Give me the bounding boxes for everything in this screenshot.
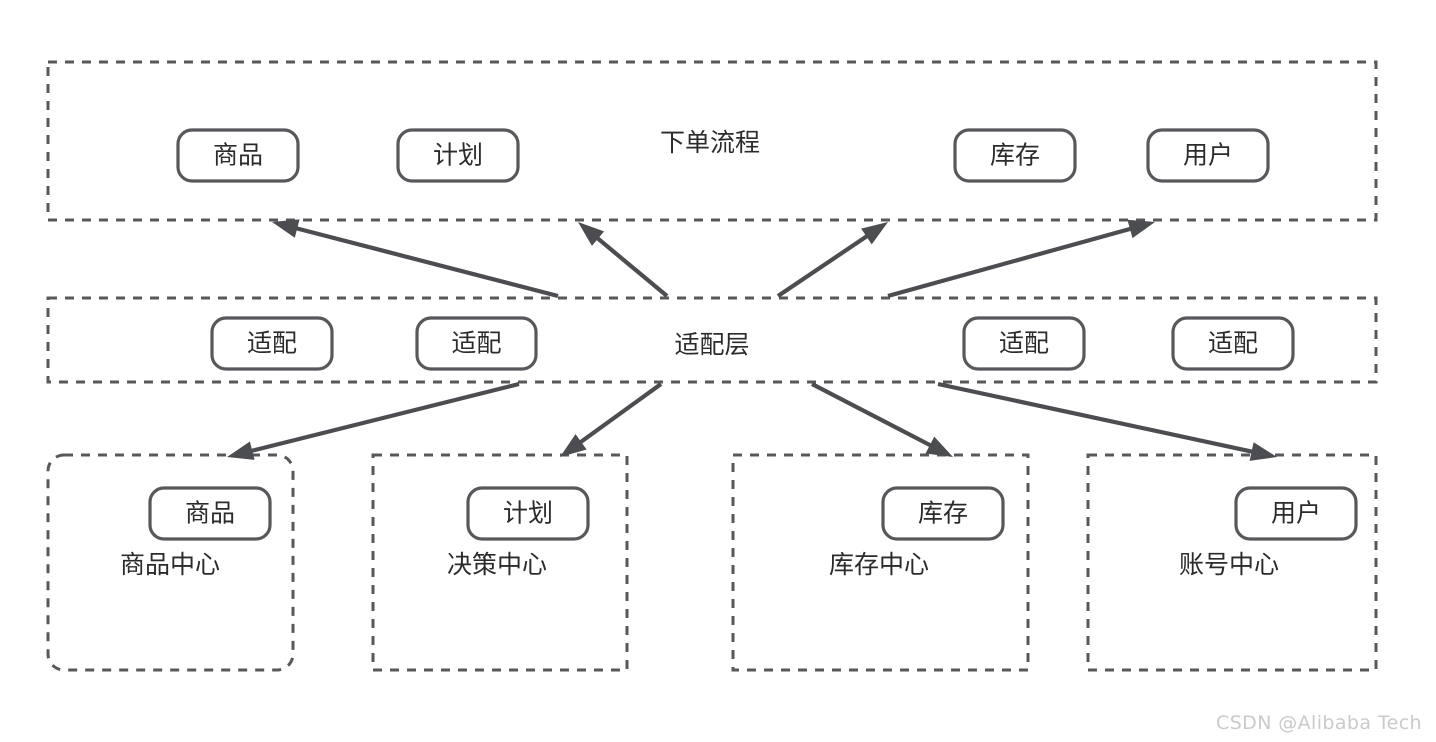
conn-adapter1-to-product-center-line [245,381,520,455]
conn-adapter3-to-stock-flow-arrowhead [861,222,888,245]
center-pill-stock-label: 库存 [918,499,968,528]
account-center-caption: 账号中心 [1179,550,1279,579]
top-pill-product[interactable]: 商品 [176,128,300,183]
top-pill-user-shape[interactable] [1146,128,1270,183]
adapter-pill-3[interactable]: 适配 [962,316,1086,371]
conn-adapter2-to-plan-flow [578,222,669,298]
conn-adapter3-to-stock-flow [776,222,888,298]
adapter-pill-1-shape[interactable] [210,316,334,371]
top-pill-stock[interactable]: 库存 [953,128,1077,183]
conn-adapter4-to-user-flow [887,219,1155,299]
top-pill-plan[interactable]: 计划 [396,128,520,183]
center-pill-stock-shape[interactable] [881,486,1005,541]
top-pill-stock-shape[interactable] [953,128,1077,183]
conn-adapter4-to-account-center [937,381,1277,461]
product-center-caption: 商品中心 [120,550,220,579]
conn-adapter1-to-product-flow-line [290,224,559,299]
adapter-pill-1-label: 适配 [247,329,297,358]
conn-adapter2-to-plan-flow-arrowhead [578,222,605,246]
product-center-frame [46,453,295,672]
conn-adapter3-to-inventory-center-line [811,382,937,450]
top-pill-user-label: 用户 [1183,141,1233,170]
conn-adapter3-to-stock-flow-line [776,231,873,298]
center-pill-plan[interactable]: 计划 [466,486,590,541]
center-pill-product-shape[interactable] [148,486,272,541]
top-pill-stock-label: 库存 [990,141,1040,170]
center-pill-user-label: 用户 [1271,499,1321,528]
adapter-pill-2-label: 适配 [451,329,501,358]
top-pill-plan-label: 计划 [433,141,483,170]
top-pill-user[interactable]: 用户 [1146,128,1270,183]
conn-adapter1-to-product-center-arrowhead [227,441,255,460]
adapter-pill-4-label: 适配 [1208,329,1258,358]
conn-adapter2-to-decision-center-arrowhead [560,434,587,457]
center-pill-plan-shape[interactable] [466,486,590,541]
inventory-center-caption: 库存中心 [829,550,929,579]
order-flow-layer: 下单流程 商品 计划 库存 用户 [46,60,1378,222]
conn-adapter1-to-product-flow [272,219,559,299]
adapter-pill-3-label: 适配 [999,329,1049,358]
top-pill-product-label: 商品 [213,141,263,170]
top-pill-plan-shape[interactable] [396,128,520,183]
conn-adapter1-to-product-flow-arrowhead [272,219,300,238]
conn-adapter4-to-account-center-arrowhead [1249,442,1277,461]
watermark-label: CSDN @Alibaba Tech [1216,712,1422,734]
conn-adapter1-to-product-center [227,381,520,460]
account-center-frame [1086,453,1378,672]
adapter-pill-2-shape[interactable] [415,316,538,371]
conn-adapter2-to-decision-center-line [574,382,663,447]
conn-adapter4-to-account-center-line [937,381,1258,455]
order-flow-layer-title: 下单流程 [660,128,760,157]
adapter-layer-frame [46,296,1378,384]
decision-center-caption: 决策中心 [447,550,547,579]
adapter-layer: 适配层 适配 适配 适配 适配 [46,296,1378,384]
top-pill-product-shape[interactable] [176,128,300,183]
adapter-pill-4-shape[interactable] [1171,316,1295,371]
connections-group [227,219,1277,461]
adapter-pill-1[interactable]: 适配 [210,316,334,371]
center-pill-product-label: 商品 [185,499,235,528]
conn-adapter2-to-decision-center [560,382,663,457]
conn-adapter3-to-inventory-center [811,382,953,457]
center-pill-user[interactable]: 用户 [1234,486,1358,541]
center-pill-stock[interactable]: 库存 [881,486,1005,541]
adapter-layer-title: 适配层 [674,330,749,359]
conn-adapter3-to-inventory-center-arrowhead [925,436,953,457]
decision-center-frame [371,453,629,672]
adapter-pill-3-shape[interactable] [962,316,1086,371]
conn-adapter2-to-plan-flow-line [592,233,669,298]
conn-adapter4-to-user-flow-arrowhead [1127,219,1155,239]
center-pill-user-shape[interactable] [1234,486,1358,541]
adapter-pill-2[interactable]: 适配 [415,316,538,371]
conn-adapter4-to-user-flow-line [887,225,1137,299]
center-pill-product[interactable]: 商品 [148,486,272,541]
order-flow-layer-frame [46,60,1378,222]
adapter-pill-4[interactable]: 适配 [1171,316,1295,371]
center-pill-plan-label: 计划 [503,499,553,528]
